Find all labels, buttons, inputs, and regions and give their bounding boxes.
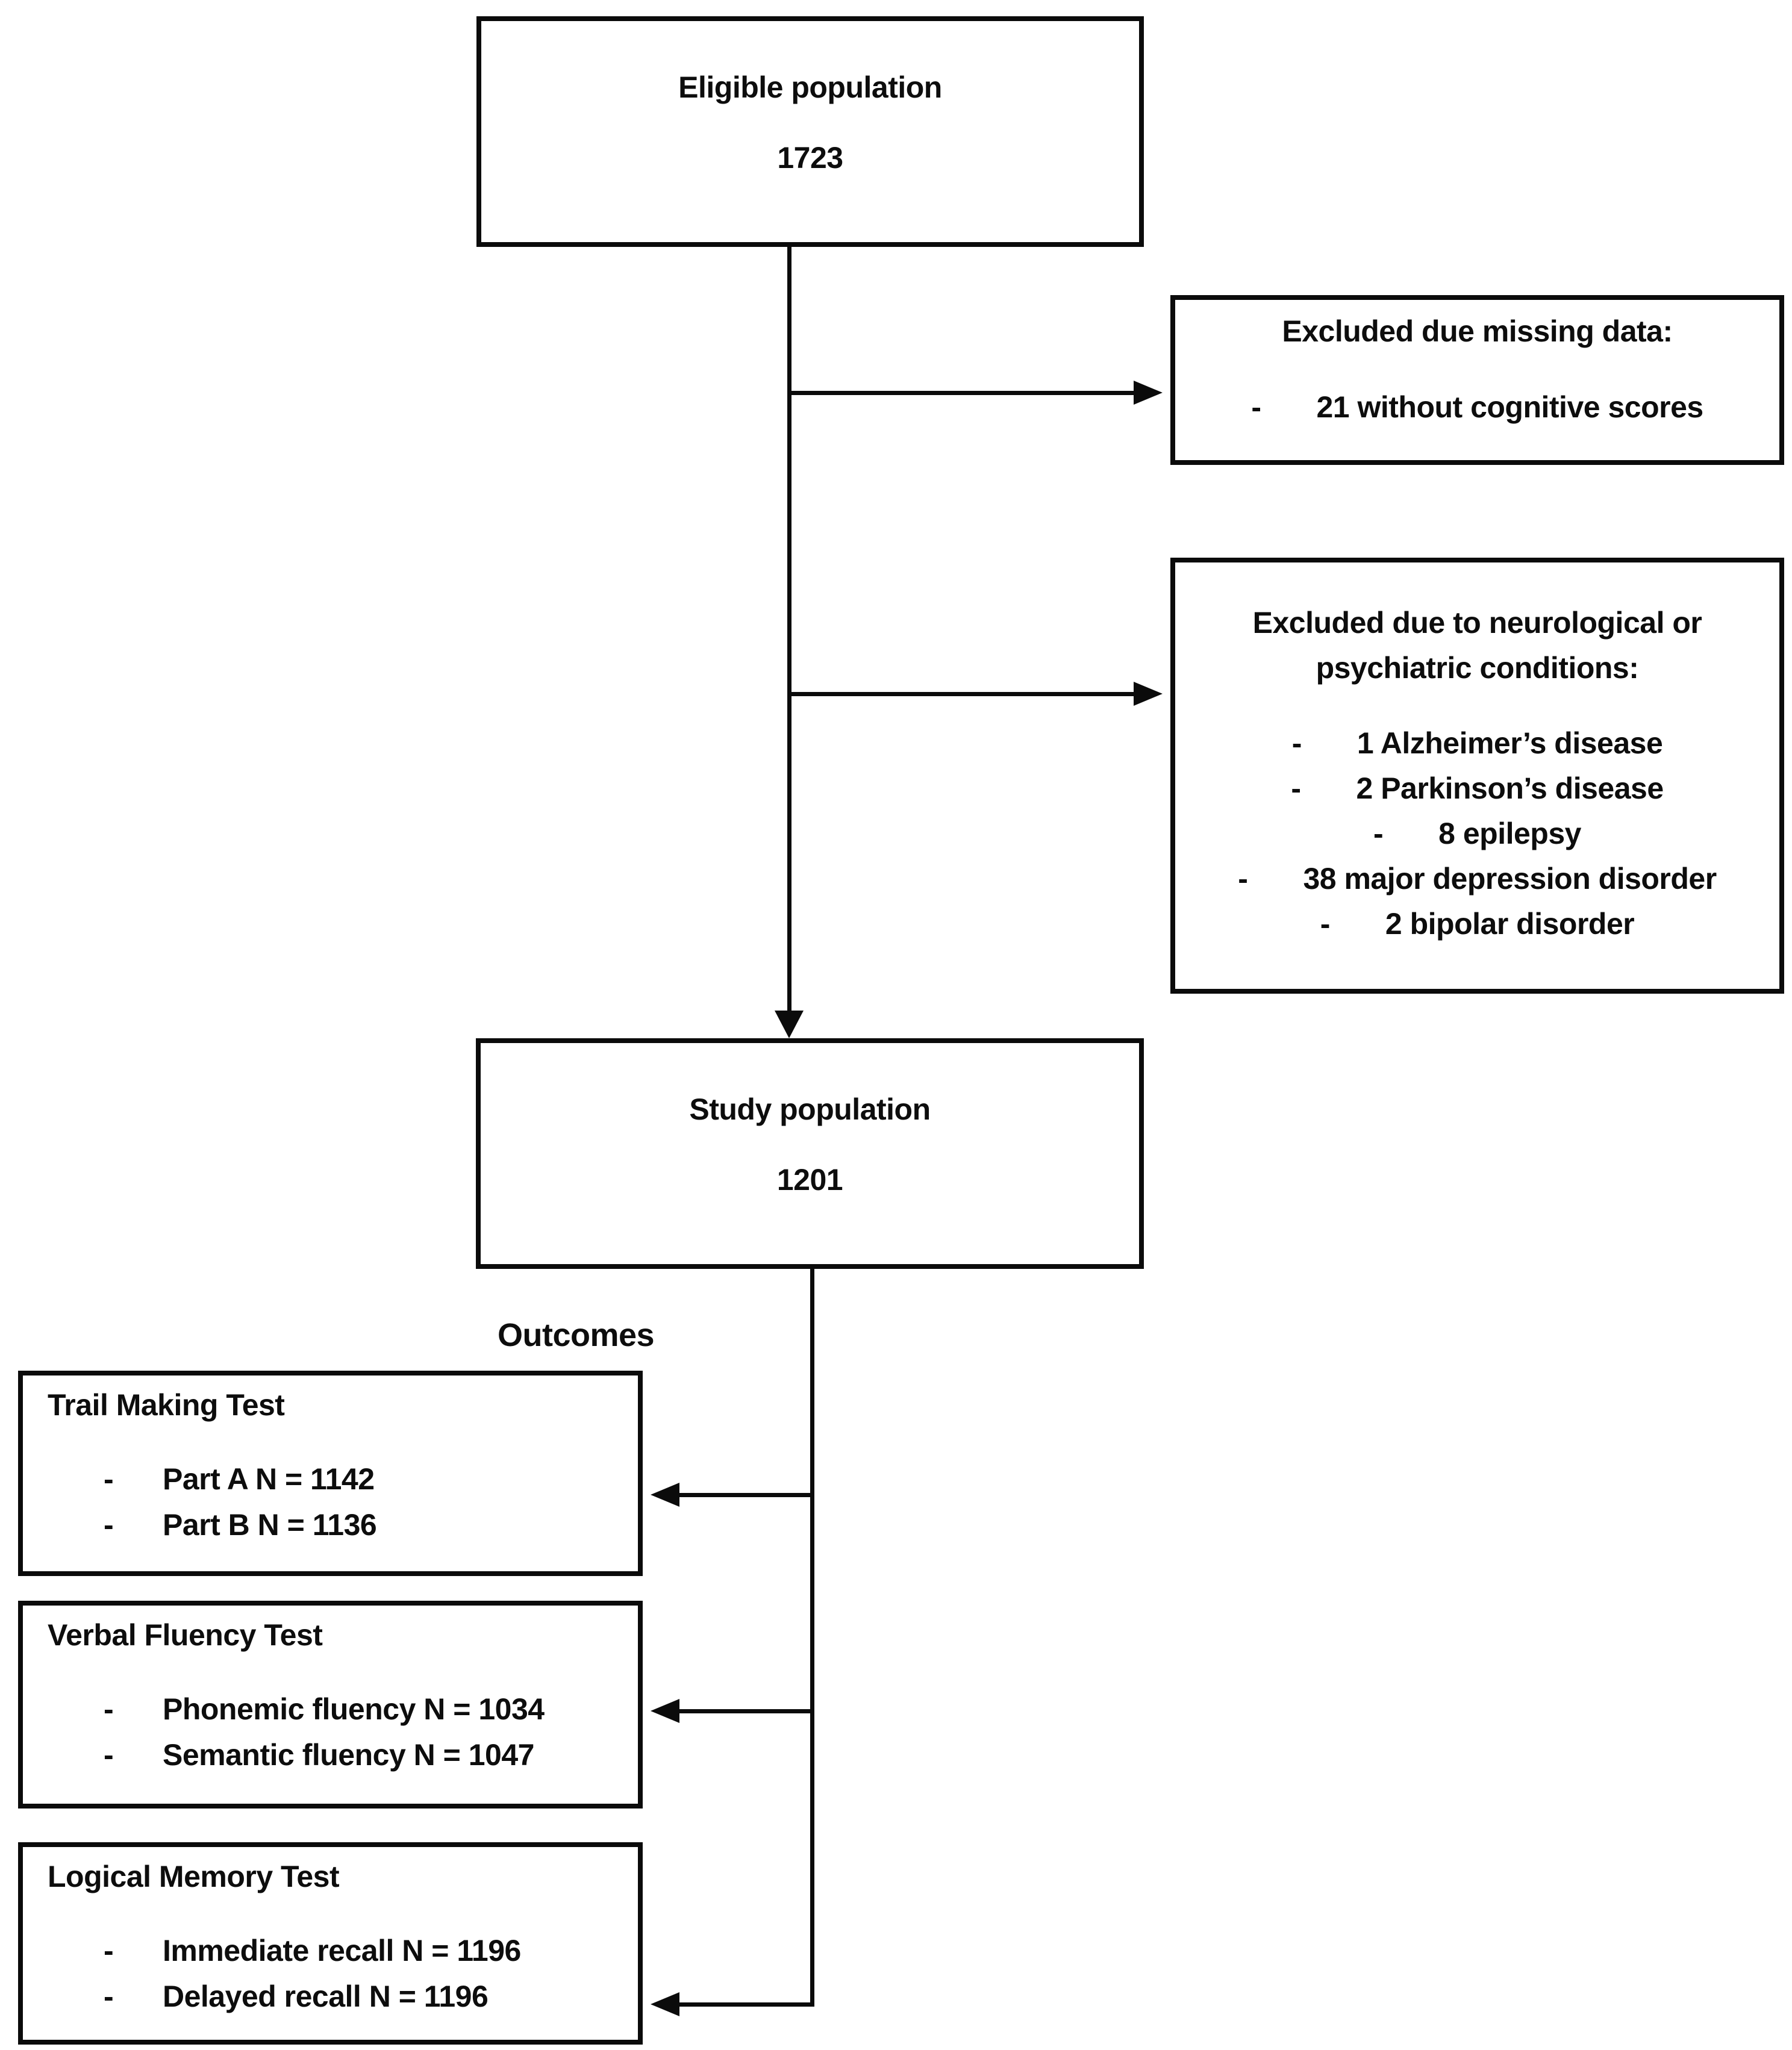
bullet-dash: - <box>104 1462 114 1496</box>
trail-making-test-items: - Part A N = 1142 - Part B N = 1136 <box>48 1456 638 1548</box>
study-population-box: Study population 1201 <box>476 1038 1144 1269</box>
list-item-label: 21 without cognitive scores <box>1316 390 1703 424</box>
verbal-fluency-test-title: Verbal Fluency Test <box>48 1618 323 1652</box>
list-item-label: 8 epilepsy <box>1438 817 1581 850</box>
list-item: - 1 Alzheimer’s disease <box>1175 721 1779 766</box>
list-item-label: 2 Parkinson’s disease <box>1356 771 1664 805</box>
list-item-label: Delayed recall N = 1196 <box>163 1980 489 2013</box>
arrowhead-right-missing-icon <box>1134 381 1163 405</box>
bullet-dash: - <box>104 1980 114 2013</box>
logical-memory-test-items: - Immediate recall N = 1196 - Delayed reca… <box>48 1928 638 2019</box>
list-item-label: Immediate recall N = 1196 <box>163 1934 521 1967</box>
excluded-conditions-title-line2: psychiatric conditions: <box>1316 651 1639 685</box>
arrowhead-right-conditions-icon <box>1134 682 1163 706</box>
bullet-dash: - <box>1238 862 1248 896</box>
connector-to-excluded-conditions <box>787 692 1134 696</box>
arrowhead-left-verbal-icon <box>651 1699 679 1723</box>
list-item-label: 2 bipolar disorder <box>1385 907 1635 941</box>
excluded-missing-data-title: Excluded due missing data: <box>1282 314 1673 348</box>
bullet-dash: - <box>104 1934 114 1967</box>
connector-study-to-outcomes <box>810 1269 814 2007</box>
list-item: - 2 Parkinson’s disease <box>1175 766 1779 811</box>
bullet-dash: - <box>104 1692 114 1726</box>
list-item: - Delayed recall N = 1196 <box>48 1974 638 2019</box>
excluded-missing-data-box: Excluded due missing data: - 21 without c… <box>1170 295 1784 465</box>
connector-to-excluded-missing <box>787 391 1134 395</box>
bullet-dash: - <box>104 1508 114 1542</box>
connector-to-logical-memory <box>679 2002 813 2007</box>
outcomes-label: Outcomes <box>498 1317 655 1353</box>
bullet-dash: - <box>1373 817 1384 850</box>
list-item-label: 38 major depression disorder <box>1303 862 1717 896</box>
logical-memory-test-box: Logical Memory Test - Immediate recall N … <box>18 1842 643 2045</box>
verbal-fluency-test-box: Verbal Fluency Test - Phonemic fluency N … <box>18 1601 643 1809</box>
eligible-population-count: 1723 <box>777 141 843 175</box>
list-item: - 38 major depression disorder <box>1175 856 1779 902</box>
eligible-population-box: Eligible population 1723 <box>476 16 1144 247</box>
bullet-dash: - <box>1291 726 1302 760</box>
connector-eligible-to-study <box>787 247 791 1012</box>
bullet-dash: - <box>1251 390 1261 424</box>
list-item: - Semantic fluency N = 1047 <box>48 1732 638 1778</box>
verbal-fluency-test-items: - Phonemic fluency N = 1034 - Semantic flu… <box>48 1686 638 1778</box>
list-item: - 2 bipolar disorder <box>1175 902 1779 947</box>
excluded-missing-data-items: - 21 without cognitive scores <box>1175 385 1779 430</box>
study-population-count: 1201 <box>776 1163 843 1197</box>
eligible-population-title: Eligible population <box>678 70 942 104</box>
arrowhead-left-trail-icon <box>651 1483 679 1507</box>
bullet-dash: - <box>104 1738 114 1772</box>
list-item: - Immediate recall N = 1196 <box>48 1928 638 1974</box>
excluded-conditions-box: Excluded due to neurological or psychiat… <box>1170 558 1784 994</box>
excluded-conditions-title-line1: Excluded due to neurological or <box>1252 606 1702 640</box>
logical-memory-test-title: Logical Memory Test <box>48 1860 340 1893</box>
arrowhead-down-icon <box>775 1011 804 1038</box>
list-item-label: Semantic fluency N = 1047 <box>163 1738 534 1772</box>
list-item-label: Part A N = 1142 <box>163 1462 375 1496</box>
list-item: - Part A N = 1142 <box>48 1456 638 1502</box>
list-item: - 8 epilepsy <box>1175 811 1779 856</box>
connector-to-trail-making <box>679 1493 813 1497</box>
list-item-label: Phonemic fluency N = 1034 <box>163 1692 545 1726</box>
list-item: - Phonemic fluency N = 1034 <box>48 1686 638 1732</box>
excluded-conditions-items: - 1 Alzheimer’s disease - 2 Parkinson’s di… <box>1175 721 1779 947</box>
list-item: - 21 without cognitive scores <box>1175 385 1779 430</box>
connector-to-verbal-fluency <box>679 1709 813 1713</box>
list-item-label: 1 Alzheimer’s disease <box>1356 726 1663 760</box>
list-item-label: Part B N = 1136 <box>163 1508 377 1542</box>
bullet-dash: - <box>1320 907 1331 941</box>
list-item: - Part B N = 1136 <box>48 1502 638 1548</box>
trail-making-test-box: Trail Making Test - Part A N = 1142 - Part… <box>18 1371 643 1576</box>
arrowhead-left-logical-icon <box>651 1992 679 2016</box>
study-population-title: Study population <box>689 1092 931 1126</box>
bullet-dash: - <box>1291 771 1301 805</box>
trail-making-test-title: Trail Making Test <box>48 1388 285 1422</box>
